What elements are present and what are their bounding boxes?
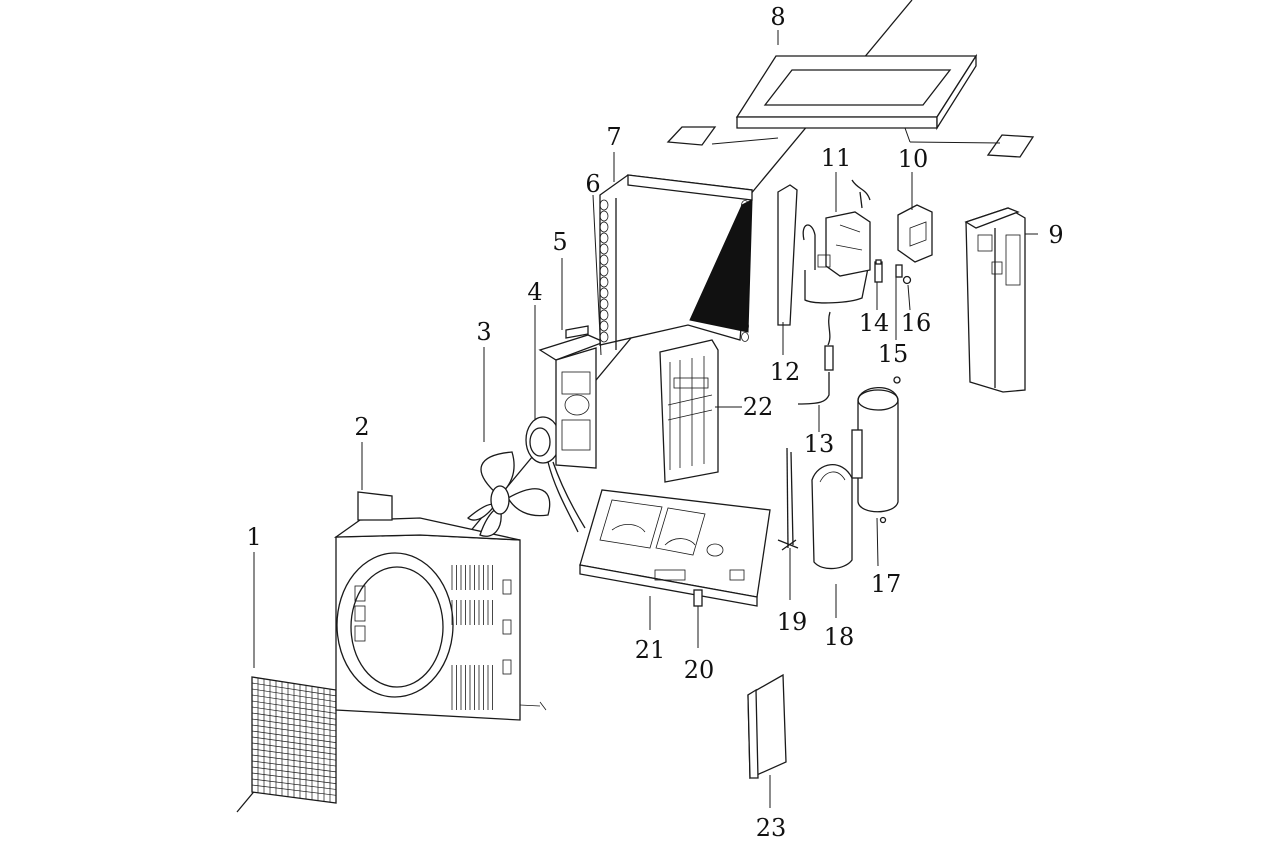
valve-pipe-assembly <box>802 179 871 304</box>
electrical-box-cover <box>897 204 933 263</box>
fitting-15 <box>895 264 903 278</box>
callout-6: 6 <box>585 170 600 198</box>
fan-blade <box>467 451 551 537</box>
front-cabinet-panel <box>333 491 547 721</box>
callout-8: 8 <box>770 3 785 31</box>
right-cover-pad <box>986 134 1035 158</box>
callout-12: 12 <box>770 358 801 386</box>
callout-3: 3 <box>476 318 491 346</box>
callout-13: 13 <box>804 430 835 458</box>
motor-bracket <box>538 325 606 469</box>
callout-18: 18 <box>824 623 855 651</box>
callout-14: 14 <box>859 309 890 337</box>
compressor <box>851 376 901 524</box>
fan-motor <box>525 416 586 533</box>
callout-20: 20 <box>684 656 715 684</box>
callout-7: 7 <box>606 123 621 151</box>
callout-9: 9 <box>1048 221 1063 249</box>
callout-2: 2 <box>354 413 369 441</box>
callout-5: 5 <box>552 228 567 256</box>
partition-plate <box>659 339 719 483</box>
callout-21: 21 <box>635 636 666 664</box>
compressor-insulation <box>811 464 853 570</box>
fitting-14 <box>874 261 883 283</box>
base-pan <box>579 489 771 607</box>
callout-1: 1 <box>246 523 261 551</box>
callout-16: 16 <box>901 309 932 337</box>
leader-lines <box>253 30 1038 808</box>
callout-22: 22 <box>743 393 774 421</box>
service-valve-assembly <box>777 447 799 551</box>
callout-17: 17 <box>871 570 902 598</box>
top-cover <box>735 53 978 131</box>
drain-joint <box>693 589 703 607</box>
coil-fin-shading <box>689 199 753 333</box>
callout-11: 11 <box>821 144 852 172</box>
temperature-sensor-pipe <box>797 311 834 405</box>
condenser-coil <box>599 174 753 350</box>
callout-15: 15 <box>878 340 909 368</box>
callout-19: 19 <box>777 608 808 636</box>
front-grille <box>251 676 337 804</box>
callout-4: 4 <box>527 278 542 306</box>
coil-side-bracket <box>777 184 798 326</box>
callout-10: 10 <box>898 145 929 173</box>
right-side-panel <box>964 207 1026 393</box>
fitting-16 <box>902 275 912 285</box>
callout-23: 23 <box>756 814 787 842</box>
left-cover-pad <box>666 126 717 146</box>
rear-plate <box>747 673 787 779</box>
callout-labels: 1 2 3 4 5 6 7 8 9 10 11 12 13 14 15 16 1… <box>246 3 1063 842</box>
